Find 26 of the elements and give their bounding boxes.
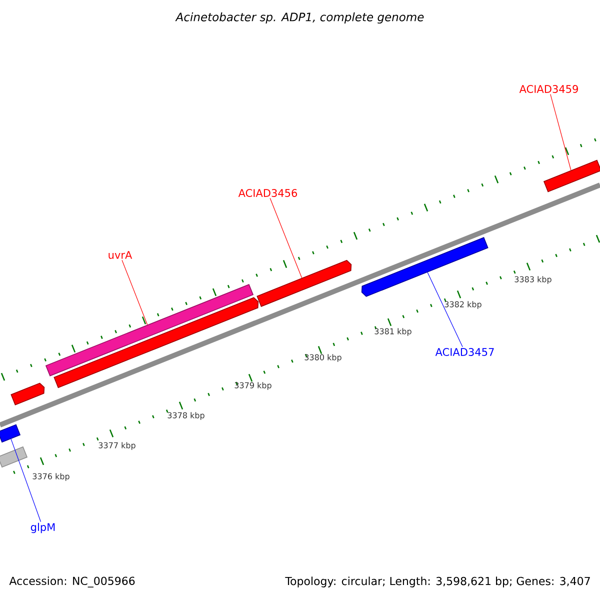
leader-line	[122, 260, 148, 325]
scale-label: 3382 kbp	[444, 301, 482, 309]
leader-line	[270, 198, 302, 278]
leader-line	[10, 438, 42, 522]
gene-label: ACIAD3459	[519, 85, 578, 93]
scale-label: 3383 kbp	[514, 276, 552, 284]
genome-info-text: Topology: circular; Length: 3,598,621 bp; Genes: 3,407	[285, 576, 590, 588]
scale-label: 3376 kbp	[32, 473, 70, 481]
scale-label: 3377 kbp	[98, 442, 136, 450]
gene-label: uvrA	[108, 251, 132, 259]
gene-bar	[256, 260, 352, 307]
gene-label: glpM	[30, 522, 55, 534]
scale-label: 3379 kbp	[234, 382, 272, 390]
gene-bar	[54, 297, 259, 388]
gene-label: ACIAD3457	[435, 348, 494, 356]
gene-bar	[543, 160, 600, 192]
leader-line	[550, 94, 572, 171]
gene-bar	[10, 382, 45, 406]
accession-text: Accession: NC_005966	[9, 576, 135, 588]
gene-label: ACIAD3456	[238, 189, 298, 197]
gene-bar	[361, 237, 488, 297]
scale-label: 3378 kbp	[168, 412, 204, 420]
leader-line	[427, 272, 463, 348]
title: Acinetobacter sp. ADP1, complete genome	[175, 12, 424, 24]
scale-label: 3381 kbp	[374, 328, 412, 336]
scale-label: 3380 kbp	[304, 354, 342, 362]
